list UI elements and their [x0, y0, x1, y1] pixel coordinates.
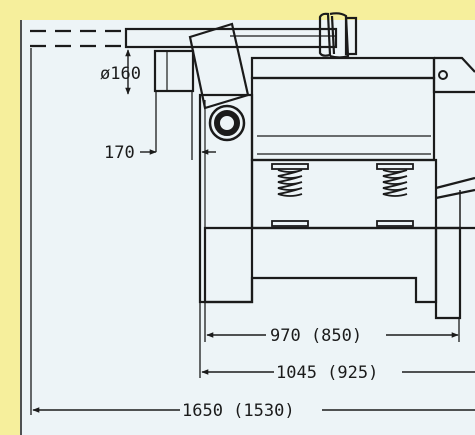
outfeed-bolt: [438, 70, 448, 80]
dim-label-1650: 1650 (1530): [182, 401, 295, 421]
shaft: [124, 27, 338, 49]
outfeed-bracket: [432, 58, 475, 94]
upper-carriage: [250, 56, 436, 80]
upper-housing: [250, 76, 436, 162]
spring-left: [271, 163, 309, 227]
outfeed-table: [435, 176, 475, 230]
dim-label-1045: 1045 (925): [276, 363, 378, 383]
spring-right: [376, 163, 414, 227]
dim-label-170: 170: [104, 143, 135, 163]
dim-label-diameter: ø160: [100, 64, 141, 84]
shaft-dashed-outline: [30, 29, 130, 48]
pulley-hub: [153, 49, 195, 93]
control-knob: [208, 104, 246, 142]
machine-base: [203, 226, 438, 304]
dim-label-970: 970 (850): [270, 326, 362, 346]
